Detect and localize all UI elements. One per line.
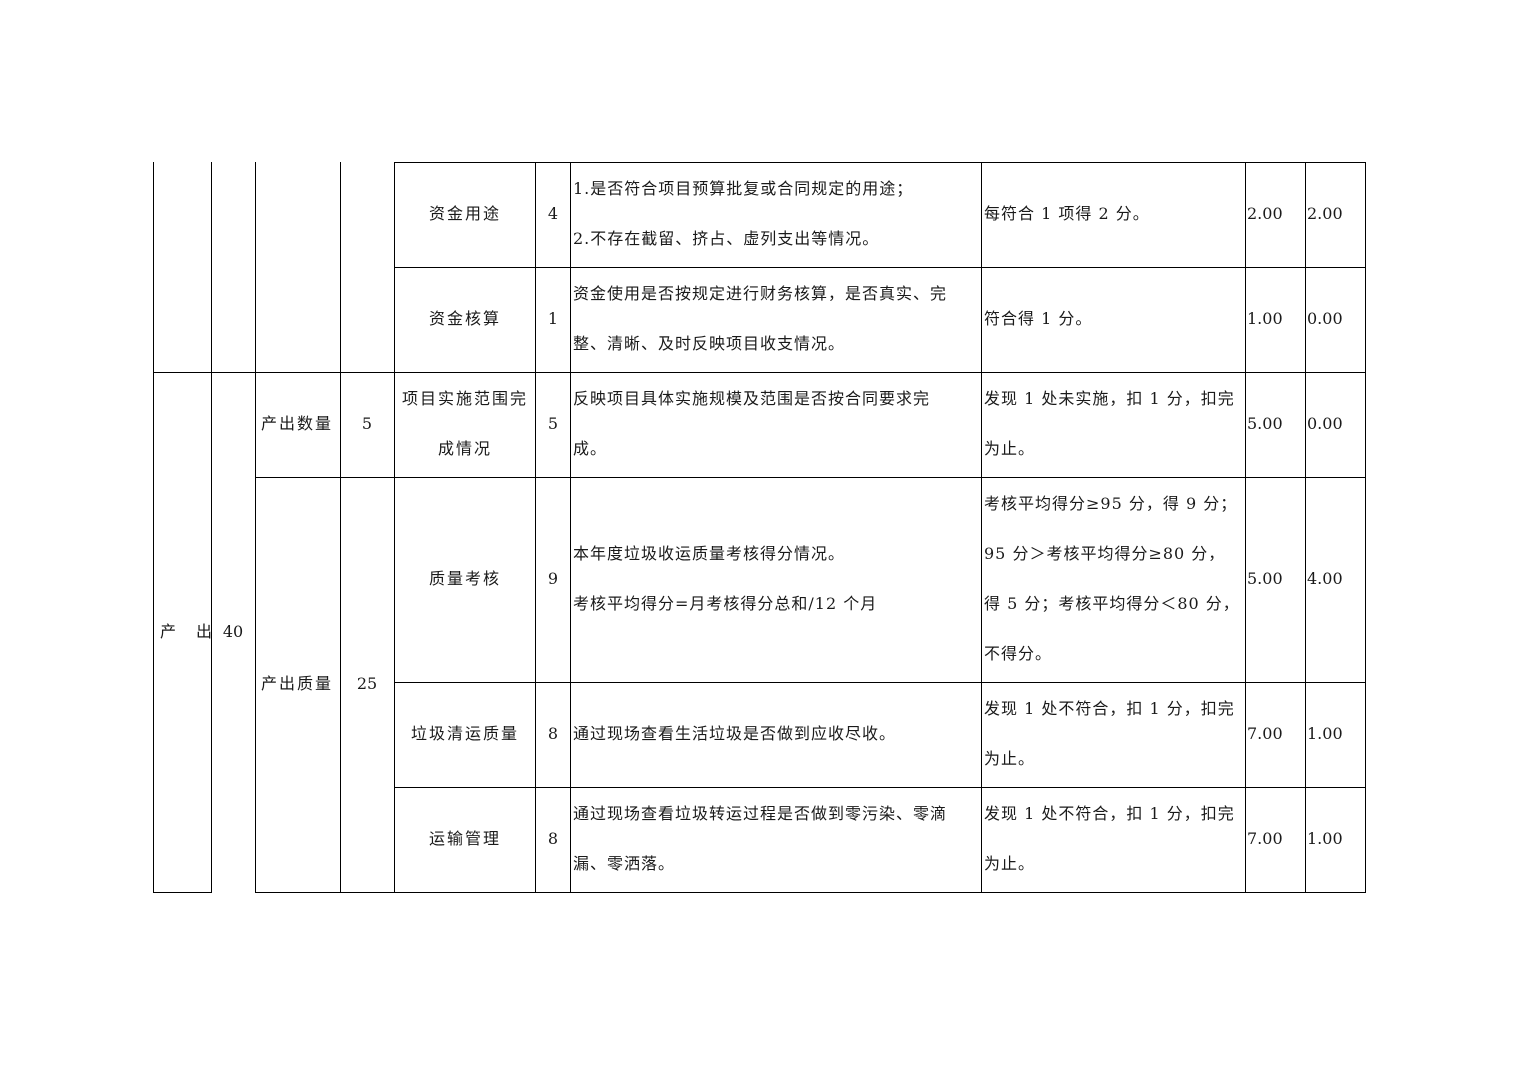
content-line: 整、清晰、及时反映项目收支情况。 xyxy=(573,334,846,353)
indicator-weight: 8 xyxy=(547,724,559,743)
row-divider xyxy=(153,372,1366,373)
criteria-line: 为止。 xyxy=(984,439,1036,458)
level2-weight-quantity: 5 xyxy=(361,414,373,433)
indicator-weight: 5 xyxy=(547,414,559,433)
score-a: 7.00 xyxy=(1247,724,1283,743)
score-a: 5.00 xyxy=(1247,569,1283,588)
criteria-line: 发现 1 处未实施，扣 1 分，扣完 xyxy=(984,389,1235,408)
level2-label-quantity: 产出数量 xyxy=(260,414,334,433)
content-line: 成。 xyxy=(573,439,608,458)
indicator-name: 运输管理 xyxy=(428,829,502,848)
indicator-content: 1.是否符合项目预算批复或合同规定的用途； 2.不存在截留、挤占、虚列支出等情况… xyxy=(573,164,913,264)
indicator-content: 资金使用是否按规定进行财务核算，是否真实、完 整、清晰、及时反映项目收支情况。 xyxy=(573,269,947,369)
score-a: 5.00 xyxy=(1247,414,1283,433)
score-a: 7.00 xyxy=(1247,829,1283,848)
content-line: 1.是否符合项目预算批复或合同规定的用途； xyxy=(573,179,914,198)
table-bottom-border xyxy=(153,892,212,893)
content-line: 2.不存在截留、挤占、虚列支出等情况。 xyxy=(573,229,880,248)
row-divider xyxy=(255,477,1366,478)
scoring-criteria: 发现 1 处未实施，扣 1 分，扣完 为止。 xyxy=(984,374,1235,474)
col-border xyxy=(981,162,982,893)
criteria-line: 不得分。 xyxy=(984,644,1053,663)
table-bottom-border xyxy=(255,892,1366,893)
score-b: 1.00 xyxy=(1307,724,1343,743)
col-border xyxy=(255,162,256,893)
col-border xyxy=(394,162,395,893)
indicator-content: 本年度垃圾收运质量考核得分情况。 考核平均得分=月考核得分总和/12 个月 xyxy=(573,529,877,629)
score-b: 0.00 xyxy=(1307,309,1343,328)
content-line: 资金使用是否按规定进行财务核算，是否真实、完 xyxy=(573,284,948,303)
criteria-line: 为止。 xyxy=(984,749,1036,768)
indicator-content: 通过现场查看垃圾转运过程是否做到零污染、零滴 漏、零洒落。 xyxy=(573,789,947,889)
content-line: 漏、零洒落。 xyxy=(573,854,676,873)
criteria-line: 得 5 分；考核平均得分＜80 分， xyxy=(984,594,1240,613)
level2-label-quality: 产出质量 xyxy=(260,674,334,693)
indicator-content: 反映项目具体实施规模及范围是否按合同要求完 成。 xyxy=(573,374,930,474)
row-divider xyxy=(395,267,1366,268)
col-border xyxy=(535,162,536,893)
score-b: 0.00 xyxy=(1307,414,1343,433)
indicator-name: 项目实施范围完 成情况 xyxy=(402,374,528,474)
indicator-weight: 4 xyxy=(547,204,559,223)
criteria-line: 发现 1 处不符合，扣 1 分，扣完 xyxy=(984,804,1235,823)
indicator-weight: 1 xyxy=(547,309,559,328)
table-top-border xyxy=(395,162,1366,163)
col-border xyxy=(1245,162,1246,893)
row-divider xyxy=(395,682,1366,683)
criteria-line: 为止。 xyxy=(984,854,1036,873)
level2-weight-quality: 25 xyxy=(356,674,378,693)
indicator-name: 资金核算 xyxy=(428,309,502,328)
col-border xyxy=(153,162,154,893)
scoring-criteria: 发现 1 处不符合，扣 1 分，扣完 为止。 xyxy=(984,684,1235,784)
col-border xyxy=(211,162,212,893)
score-a: 1.00 xyxy=(1247,309,1283,328)
score-b: 4.00 xyxy=(1307,569,1343,588)
score-b: 2.00 xyxy=(1307,204,1343,223)
scoring-criteria: 符合得 1 分。 xyxy=(984,309,1093,328)
indicator-line: 项目实施范围完 xyxy=(401,389,529,408)
indicator-name: 质量考核 xyxy=(428,569,502,588)
scoring-criteria: 发现 1 处不符合，扣 1 分，扣完 为止。 xyxy=(984,789,1235,889)
scoring-criteria: 考核平均得分≥95 分，得 9 分； 95 分＞考核平均得分≥80 分， 得 5… xyxy=(984,479,1240,679)
col-border xyxy=(570,162,571,893)
level1-label: 产 出 xyxy=(160,622,215,641)
row-divider xyxy=(395,787,1366,788)
content-line: 考核平均得分=月考核得分总和/12 个月 xyxy=(573,594,878,613)
score-b: 1.00 xyxy=(1307,829,1343,848)
indicator-name: 资金用途 xyxy=(428,204,502,223)
indicator-content: 通过现场查看生活垃圾是否做到应收尽收。 xyxy=(573,724,897,743)
indicator-line: 成情况 xyxy=(437,439,493,458)
col-border xyxy=(1305,162,1306,893)
criteria-line: 发现 1 处不符合，扣 1 分，扣完 xyxy=(984,699,1235,718)
content-line: 本年度垃圾收运质量考核得分情况。 xyxy=(573,544,846,563)
indicator-name: 垃圾清运质量 xyxy=(410,724,520,743)
content-line: 通过现场查看垃圾转运过程是否做到零污染、零滴 xyxy=(573,804,948,823)
scoring-criteria: 每符合 1 项得 2 分。 xyxy=(984,204,1150,223)
criteria-line: 考核平均得分≥95 分，得 9 分； xyxy=(984,494,1238,513)
level1-weight: 40 xyxy=(222,622,244,641)
criteria-line: 95 分＞考核平均得分≥80 分， xyxy=(984,544,1226,563)
content-line: 反映项目具体实施规模及范围是否按合同要求完 xyxy=(573,389,931,408)
col-border xyxy=(1365,162,1366,893)
indicator-weight: 8 xyxy=(547,829,559,848)
score-a: 2.00 xyxy=(1247,204,1283,223)
indicator-weight: 9 xyxy=(547,569,559,588)
col-border xyxy=(340,162,341,893)
